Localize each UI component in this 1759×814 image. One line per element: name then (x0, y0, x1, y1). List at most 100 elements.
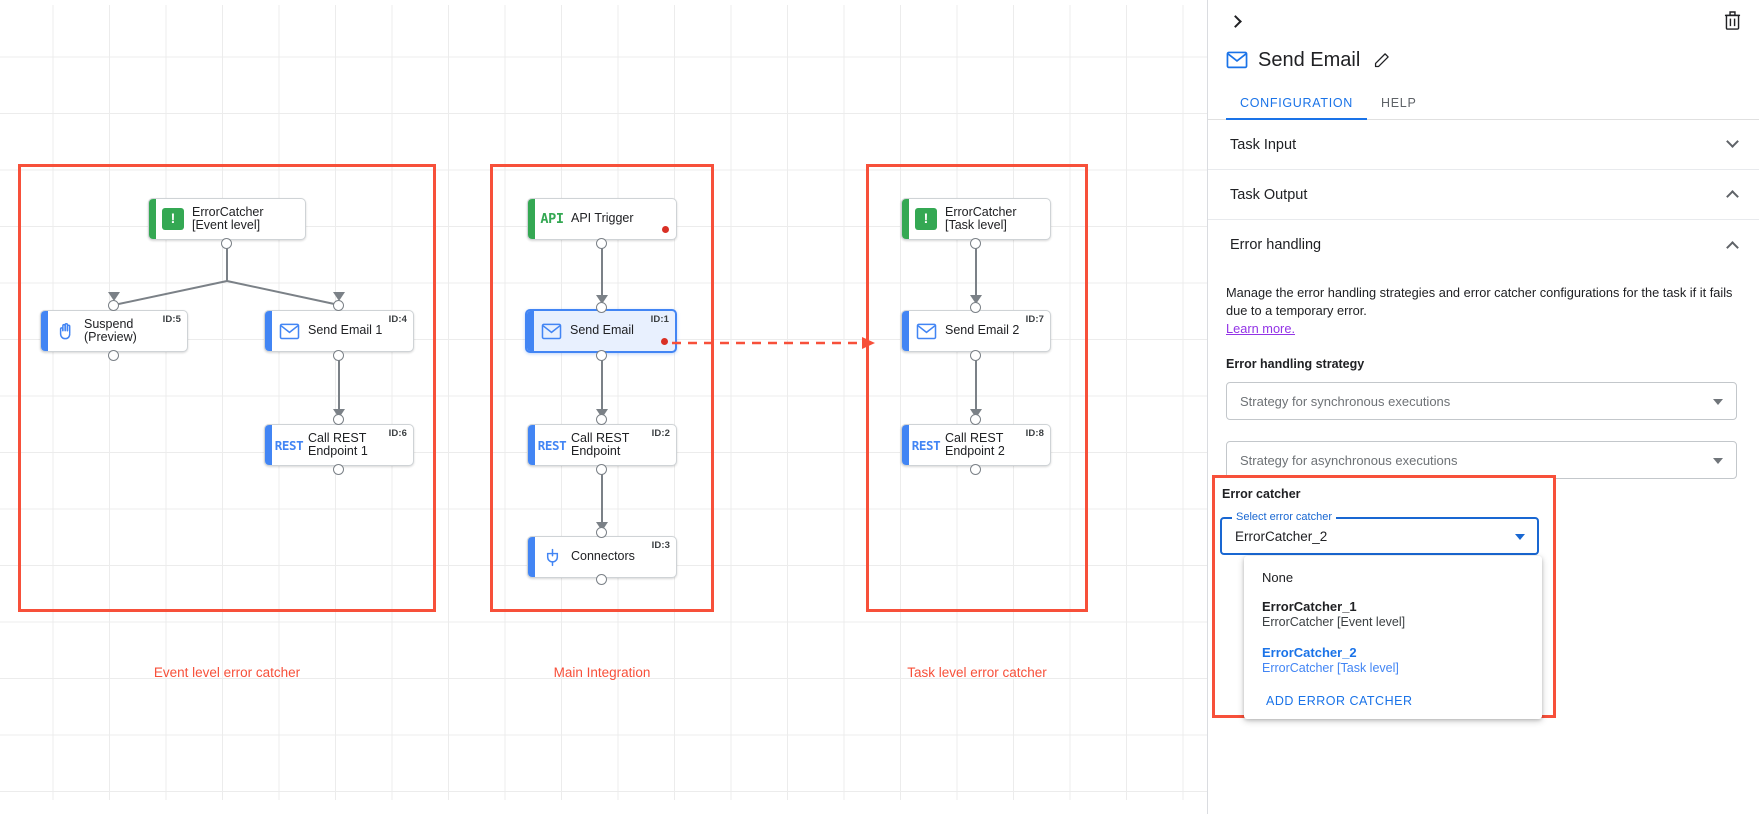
node-label: Send Email 1 (308, 323, 383, 338)
node-port[interactable] (596, 238, 607, 249)
edit-task-name-button[interactable] (1373, 52, 1390, 69)
node-accent (902, 425, 909, 465)
node-id-tag: ID:8 (1025, 428, 1044, 439)
node-port[interactable] (333, 300, 344, 311)
node-id-tag: ID:6 (388, 428, 407, 439)
node-id-tag: ID:5 (162, 314, 181, 325)
api-icon-glyph: API (540, 211, 564, 227)
learn-more-link[interactable]: Learn more. (1226, 321, 1295, 336)
async-strategy-select[interactable]: Strategy for asynchronous executions (1226, 441, 1737, 479)
error-catcher-icon-glyph: ! (170, 210, 176, 226)
node-label: Send Email (570, 323, 634, 338)
node-accent (527, 311, 534, 351)
node-port[interactable] (596, 527, 607, 538)
node-port[interactable] (596, 414, 607, 425)
option-secondary: ErrorCatcher [Task level] (1262, 661, 1399, 675)
arrowhead (333, 409, 345, 418)
error-catcher-section: Error catcher Select error catcher Error… (1215, 478, 1553, 719)
node-send-email-selected[interactable]: Send Email ID:1 (525, 309, 677, 353)
canvas-edges (113, 244, 977, 532)
suspend-hand-icon (48, 311, 82, 351)
error-catcher-highlight-region: Error catcher Select error catcher Error… (1212, 475, 1556, 719)
arrowhead (108, 292, 120, 301)
add-error-catcher-button[interactable]: ADD ERROR CATCHER (1266, 694, 1413, 708)
arrowhead (596, 295, 608, 304)
node-port[interactable] (596, 302, 607, 313)
node-api-trigger[interactable]: API API Trigger (527, 198, 677, 240)
chevron-right-icon (1228, 14, 1242, 28)
group-frame-main-integration (490, 164, 714, 612)
option-primary: ErrorCatcher_1 (1262, 599, 1357, 614)
integration-canvas[interactable]: ! ErrorCatcher [Event level] Suspend (Pr… (0, 0, 1207, 814)
sync-strategy-select[interactable]: Strategy for synchronous executions (1226, 382, 1737, 420)
node-label: ErrorCatcher [Task level] (945, 204, 1017, 232)
trash-icon (1724, 10, 1740, 30)
accordion-task-input[interactable]: Task Input (1208, 120, 1759, 170)
accordion-label: Task Input (1230, 136, 1297, 153)
accordion-label: Task Output (1230, 186, 1308, 203)
pencil-icon (1375, 52, 1390, 67)
tab-configuration[interactable]: CONFIGURATION (1226, 90, 1368, 120)
email-icon (1226, 51, 1248, 69)
group-frame-event-level (18, 164, 436, 612)
api-icon: API (535, 199, 569, 239)
node-port[interactable] (108, 350, 119, 361)
arrowhead (970, 409, 982, 418)
error-handling-body: Manage the error handling strategies and… (1208, 270, 1759, 479)
node-accent (902, 311, 909, 351)
node-accent (528, 199, 535, 239)
node-port[interactable] (970, 238, 981, 249)
node-error-catcher-event-level[interactable]: ! ErrorCatcher [Event level] (148, 198, 306, 240)
arrowhead (596, 409, 608, 418)
error-catcher-title: Error catcher (1222, 487, 1301, 501)
accordion-task-output[interactable]: Task Output (1208, 170, 1759, 220)
node-id-tag: ID:3 (651, 540, 670, 551)
error-handling-description: Manage the error handling strategies and… (1226, 285, 1733, 318)
node-port[interactable] (333, 350, 344, 361)
node-error-catcher-task-level[interactable]: ! ErrorCatcher [Task level] (901, 198, 1051, 240)
rest-icon: REST (272, 425, 306, 465)
node-suspend[interactable]: Suspend (Preview) ID:5 (40, 310, 188, 352)
dropdown-option-errorcatcher-2[interactable]: ErrorCatcher_2 ErrorCatcher [Task level] (1244, 636, 1542, 682)
node-accent (265, 425, 272, 465)
arrowhead (970, 295, 982, 304)
node-port[interactable] (970, 302, 981, 313)
node-port[interactable] (596, 464, 607, 475)
node-port[interactable] (970, 350, 981, 361)
dropdown-option-none[interactable]: None (1244, 565, 1542, 590)
rest-icon-glyph: REST (274, 437, 304, 453)
node-port[interactable] (221, 238, 232, 249)
node-port[interactable] (108, 300, 119, 311)
select-error-catcher-dropdown[interactable]: Select error catcher ErrorCatcher_2 (1220, 511, 1539, 555)
node-send-email-1[interactable]: Send Email 1 ID:4 (264, 310, 414, 352)
node-label: ErrorCatcher [Event level] (192, 204, 264, 232)
accordion-label: Error handling (1230, 237, 1322, 253)
accordion-error-handling[interactable]: Error handling (1208, 220, 1759, 270)
node-connectors[interactable]: Connectors ID:3 (527, 536, 677, 578)
collapse-panel-button[interactable] (1222, 8, 1248, 34)
node-accent (528, 537, 535, 577)
rest-icon-glyph: REST (537, 437, 567, 453)
rest-icon: REST (535, 425, 569, 465)
chevron-down-icon (1713, 399, 1723, 405)
node-port[interactable] (970, 414, 981, 425)
async-strategy-value: Strategy for asynchronous executions (1240, 452, 1458, 468)
node-port[interactable] (333, 414, 344, 425)
node-label: Connectors (571, 549, 635, 564)
node-port[interactable] (596, 350, 607, 361)
dropdown-option-errorcatcher-1[interactable]: ErrorCatcher_1 ErrorCatcher [Event level… (1244, 590, 1542, 636)
delete-task-button[interactable] (1719, 7, 1745, 33)
email-icon (272, 311, 306, 351)
node-port[interactable] (970, 464, 981, 475)
node-port[interactable] (596, 574, 607, 585)
arrowhead (333, 292, 345, 301)
tab-help[interactable]: HELP (1381, 96, 1417, 110)
error-catcher-options-menu: None ErrorCatcher_1 ErrorCatcher [Event … (1244, 556, 1542, 719)
node-accent (528, 425, 535, 465)
node-port[interactable] (333, 464, 344, 475)
node-id-tag: ID:1 (650, 314, 669, 325)
group-caption-task-level: Task level error catcher (907, 665, 1047, 680)
node-accent (41, 311, 48, 351)
panel-tabs: CONFIGURATION HELP (1208, 90, 1759, 120)
